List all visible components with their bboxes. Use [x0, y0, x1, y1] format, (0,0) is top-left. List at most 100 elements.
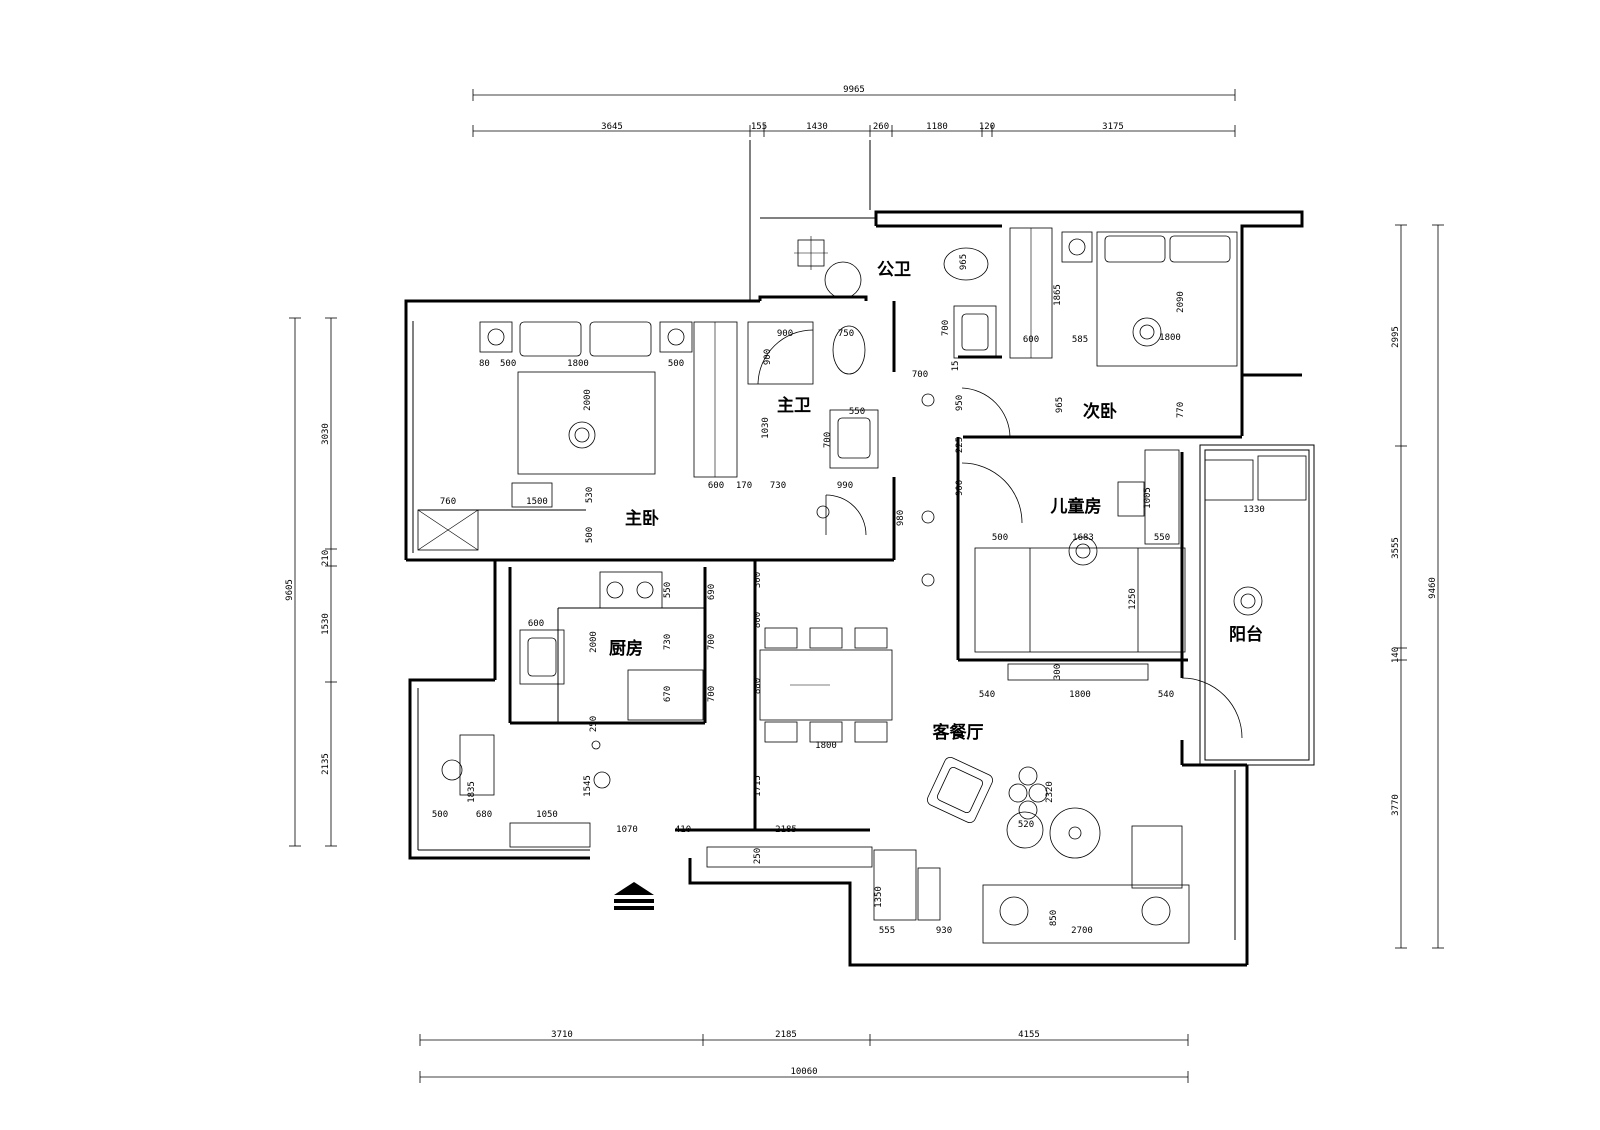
dim-text: 2000: [583, 389, 593, 411]
dim-bottom-3: 4155: [1018, 1030, 1040, 1040]
dim-text: 170: [736, 481, 752, 491]
dim-text: 500: [500, 359, 516, 369]
label-balcony: 阳台: [1229, 624, 1263, 645]
entrance-arrow-icon: [614, 882, 654, 910]
dim-top-5: 1180: [926, 122, 948, 132]
dim-text: 600: [528, 619, 544, 629]
dim-text: 300: [753, 572, 763, 588]
inner-dimensions: 80 500 1800 500 2000 760 1500 530 500 98…: [432, 254, 1265, 936]
dim-text: 1250: [1128, 588, 1138, 610]
dim-text: 585: [1072, 335, 1088, 345]
dim-left-total: 9605: [285, 579, 295, 601]
walls: [404, 140, 1315, 967]
dim-top-2: 155: [751, 122, 767, 132]
dim-text: 550: [849, 407, 865, 417]
dim-text: 1800: [1069, 690, 1091, 700]
dim-text: 250: [753, 848, 763, 864]
dim-text: 520: [1018, 820, 1034, 830]
dim-text: 530: [585, 487, 595, 503]
dim-text: 700: [707, 686, 717, 702]
bottom-dimensions: 3710 2185 4155 10060: [419, 1030, 1189, 1083]
dim-text: 965: [1055, 397, 1065, 413]
dim-text: 500: [668, 359, 684, 369]
dim-text: 770: [1176, 402, 1186, 418]
dim-text: 1070: [616, 825, 638, 835]
dim-left-2: 210: [321, 550, 331, 566]
label-second-bedroom: 次卧: [1083, 401, 1117, 422]
dim-text: 1800: [815, 741, 837, 751]
dim-text: 680: [476, 810, 492, 820]
dim-top-6: 120: [979, 122, 995, 132]
dim-text: 760: [440, 497, 456, 507]
dim-text: 1030: [761, 417, 771, 439]
dim-text: 2320: [1045, 781, 1055, 803]
dim-text: 700: [707, 634, 717, 650]
dim-text: 2090: [1176, 291, 1186, 313]
dim-bottom-2: 2185: [775, 1030, 797, 1040]
dim-bottom-total: 10060: [790, 1067, 817, 1077]
dim-text: 1800: [567, 359, 589, 369]
dining-table: [759, 649, 893, 721]
left-dimensions: 9605 3030 210 1530 2135: [285, 317, 337, 847]
dim-text: 1835: [467, 781, 477, 803]
dim-text: 730: [663, 634, 673, 650]
dim-text: 2700: [1071, 926, 1093, 936]
dim-text: 950: [955, 395, 965, 411]
dim-text: 900: [777, 329, 793, 339]
dim-text: 550: [663, 582, 673, 598]
dim-text: 500: [432, 810, 448, 820]
dim-text: 730: [770, 481, 786, 491]
dim-text: 900: [955, 480, 965, 496]
dim-right-total: 9460: [1428, 577, 1438, 599]
dim-top-total: 9965: [843, 85, 865, 95]
dim-text: 225: [955, 437, 965, 453]
label-master-bath: 主卫: [777, 395, 811, 416]
dim-top-4: 260: [873, 122, 889, 132]
dim-text: 600: [1023, 335, 1039, 345]
dim-text: 900: [763, 349, 773, 365]
dim-text: 990: [837, 481, 853, 491]
dim-text: 550: [1154, 533, 1170, 543]
dim-left-3: 1530: [321, 613, 331, 635]
label-kitchen: 厨房: [609, 638, 643, 659]
sofa: [982, 884, 1190, 944]
dim-text: 980: [896, 510, 906, 526]
dim-text: 670: [663, 686, 673, 702]
dim-text: 930: [936, 926, 952, 936]
dim-top-3: 1430: [806, 122, 828, 132]
dim-text: 700: [823, 432, 833, 448]
dim-text: 2000: [589, 631, 599, 653]
label-public-bath: 公卫: [877, 260, 911, 280]
dim-text: 500: [585, 527, 595, 543]
label-master-bedroom: 主卧: [625, 508, 659, 529]
dim-text: 1865: [1053, 284, 1063, 306]
dim-text: 965: [959, 254, 969, 270]
dim-text: 500: [992, 533, 1008, 543]
dim-text: 800: [753, 612, 763, 628]
dim-text: 410: [675, 825, 691, 835]
dim-right-3: 140: [1391, 647, 1401, 663]
label-living-dining: 客餐厅: [932, 722, 984, 743]
dim-text: 600: [708, 481, 724, 491]
top-dimensions: 9965 3645 155 1430 260 1180 120 3175: [472, 85, 1236, 137]
dim-right-1: 2995: [1391, 326, 1401, 348]
dim-left-1: 3030: [321, 423, 331, 445]
master-bed: [517, 371, 656, 475]
dim-text: 1500: [526, 497, 548, 507]
dim-text: 750: [838, 329, 854, 339]
dim-text: 540: [1158, 690, 1174, 700]
label-kids-room: 儿童房: [1050, 496, 1102, 517]
dim-text: 880: [753, 678, 763, 694]
dim-text: 700: [912, 370, 928, 380]
dim-text: 555: [879, 926, 895, 936]
dim-text: 250: [589, 716, 599, 732]
dim-text: 700: [941, 320, 951, 336]
right-dimensions: 2995 3555 140 3770 9460: [1391, 224, 1444, 949]
dim-text: 540: [979, 690, 995, 700]
dim-bottom-1: 3710: [551, 1030, 573, 1040]
dim-text: 1683: [1072, 533, 1094, 543]
dim-text: 1715: [753, 775, 763, 797]
dim-text: 15: [951, 361, 961, 372]
dim-text: 80: [479, 359, 490, 369]
dim-top-7: 3175: [1102, 122, 1124, 132]
